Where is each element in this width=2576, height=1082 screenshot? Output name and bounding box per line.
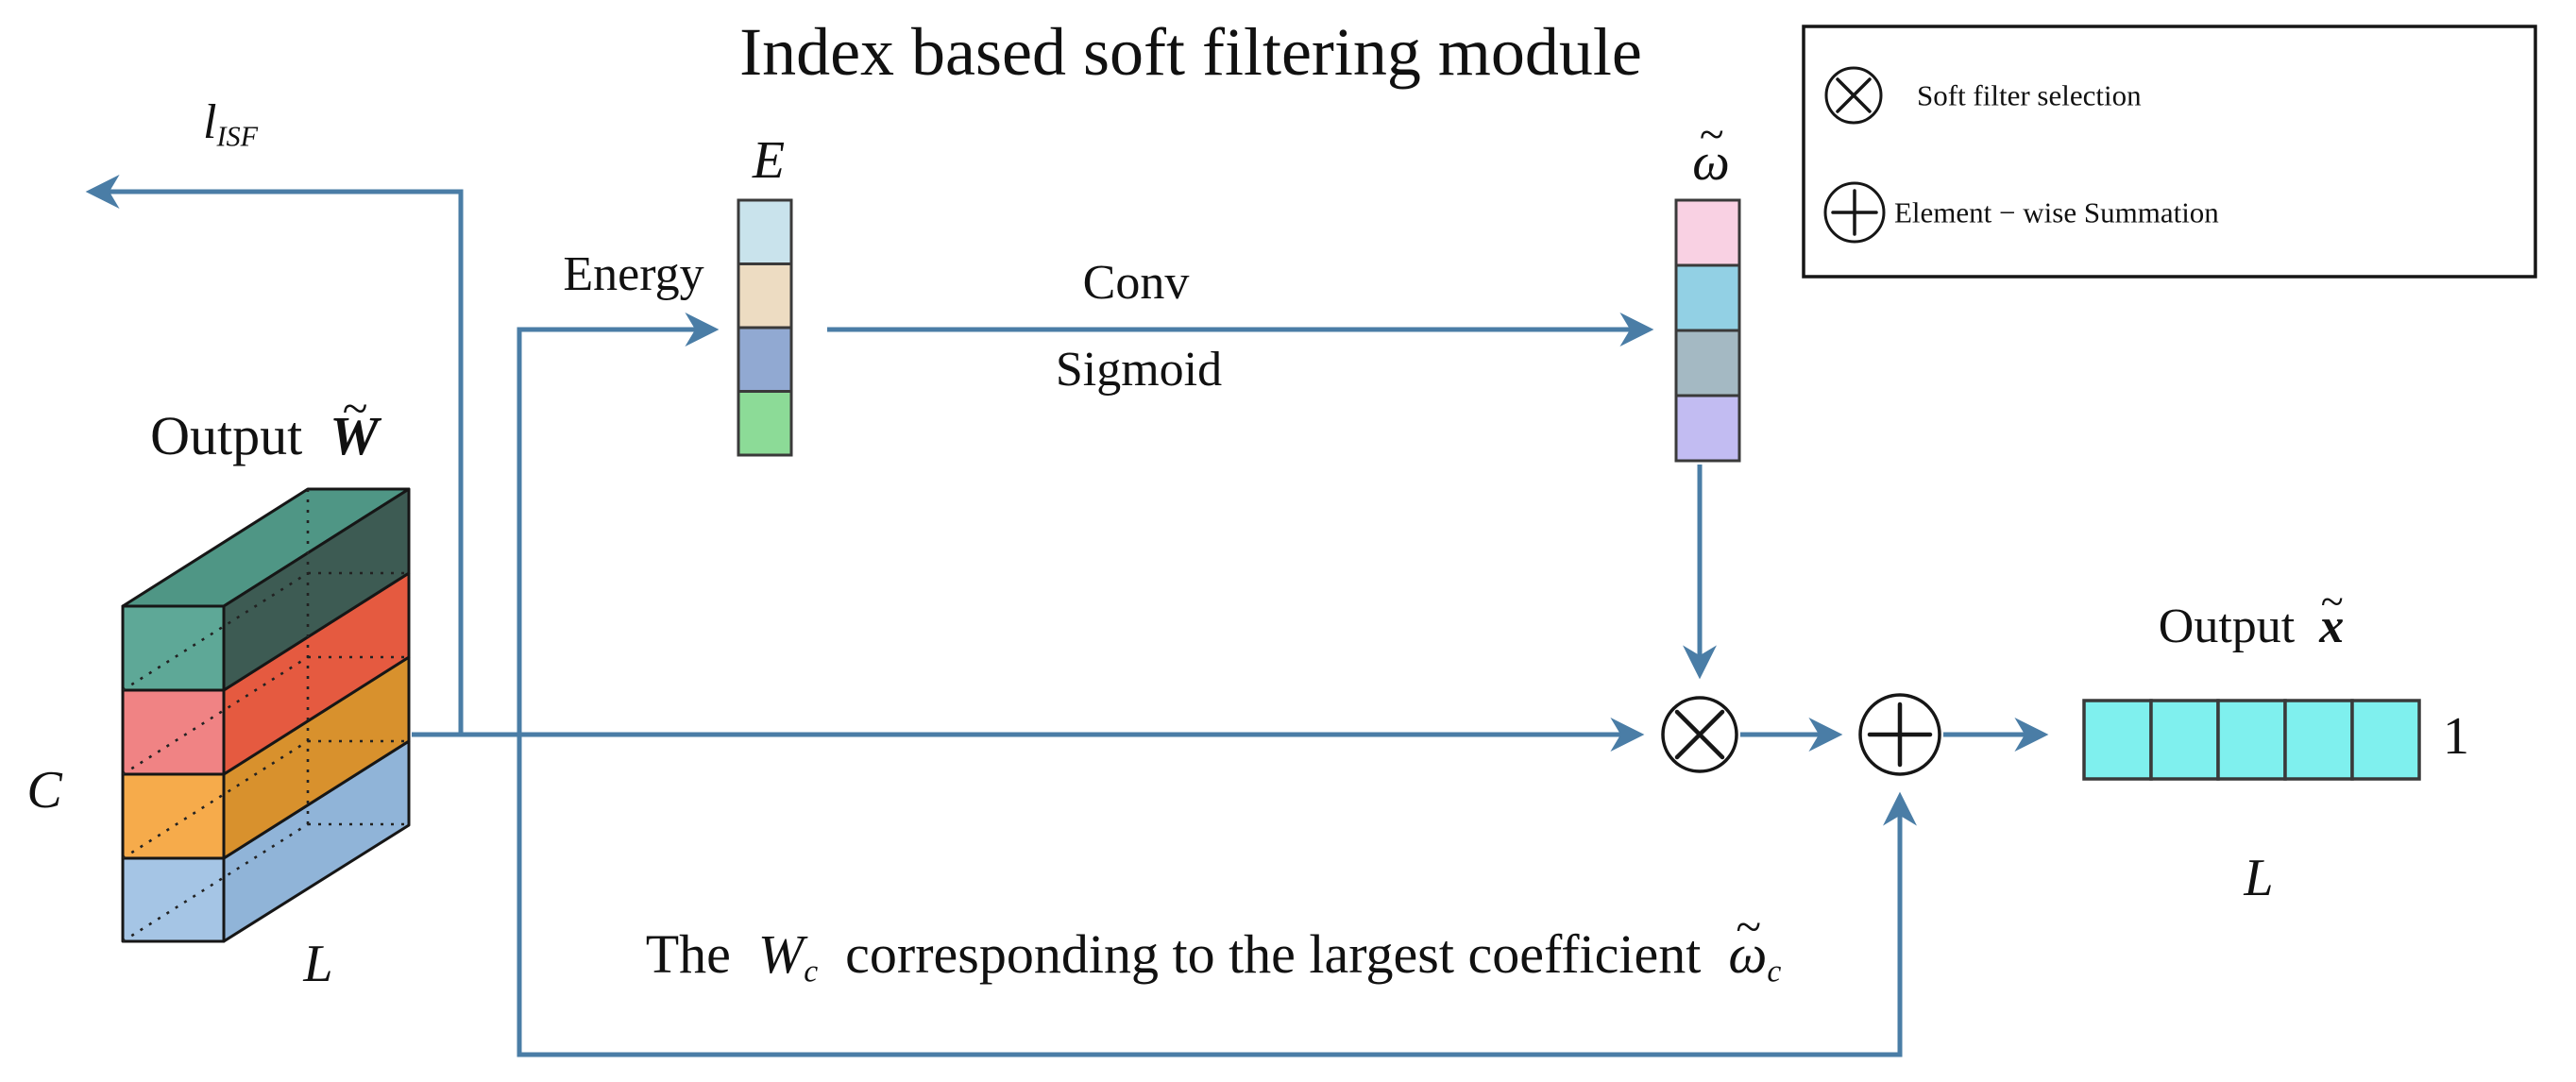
- times-glyph: [1836, 77, 1872, 113]
- legend-frame: [1802, 25, 2537, 279]
- plus-glyph: [1831, 189, 1878, 236]
- hidden-edge: [122, 739, 409, 860]
- weight-block: [121, 487, 411, 943]
- output-cell: [2350, 699, 2421, 781]
- loss-label: lISF: [203, 95, 258, 153]
- hidden-edge: [122, 822, 409, 943]
- energy-label: Energy: [563, 247, 704, 301]
- e-stack-label: E: [752, 131, 786, 190]
- output-cell: [2149, 699, 2220, 781]
- e-cell: [737, 262, 793, 330]
- weight-layer-front: [121, 856, 226, 943]
- e-cell: [737, 326, 793, 393]
- legend-box: [1802, 25, 2537, 279]
- times-glyph: [1674, 709, 1725, 760]
- loss-arrow: [85, 175, 464, 734]
- sigmoid-label: Sigmoid: [1055, 343, 1223, 397]
- output-cell: [2216, 699, 2287, 781]
- plus-glyph: [1867, 702, 1933, 768]
- weight-layer-front: [121, 688, 226, 776]
- legend-label-add: Element − wise Summation: [1894, 195, 2219, 229]
- output-vector: [2082, 699, 2421, 781]
- hidden-edge: [122, 571, 409, 692]
- e-cell: [737, 198, 793, 265]
- output-length-label: L: [2244, 849, 2274, 907]
- output-cell: [2082, 699, 2153, 781]
- omega-cell: [1674, 329, 1741, 397]
- omega-stack-label: ~ω: [1692, 110, 1730, 192]
- output-vector-label: Output ~x: [2158, 578, 2345, 653]
- channel-dim-label: C: [26, 761, 62, 820]
- residual-loop-arrow: [517, 736, 1917, 1057]
- weight-layer-front: [121, 604, 226, 692]
- conv-label: Conv: [1082, 256, 1190, 310]
- hidden-edge: [122, 655, 409, 776]
- omega-cell: [1674, 263, 1741, 332]
- add-node: [1858, 693, 1941, 776]
- legend-label-multiply: Soft filter selection: [1917, 78, 2142, 112]
- output-height-label: 1: [2443, 707, 2469, 766]
- multiply-node: [1661, 696, 1738, 773]
- energy-arrow: [517, 313, 720, 734]
- e-cell: [737, 390, 793, 457]
- e-stack: [737, 198, 793, 457]
- length-dim-label: L: [303, 935, 333, 993]
- weight-block-label: Output ~W: [150, 382, 379, 466]
- output-cell: [2283, 699, 2354, 781]
- page-title: Index based soft filtering module: [739, 14, 1642, 90]
- omega-stack: [1674, 198, 1741, 463]
- weight-layer-front: [121, 772, 226, 860]
- omega-cell: [1674, 394, 1741, 463]
- omega-cell: [1674, 198, 1741, 267]
- residual-caption: The Wc corresponding to the largest coef…: [645, 901, 1782, 989]
